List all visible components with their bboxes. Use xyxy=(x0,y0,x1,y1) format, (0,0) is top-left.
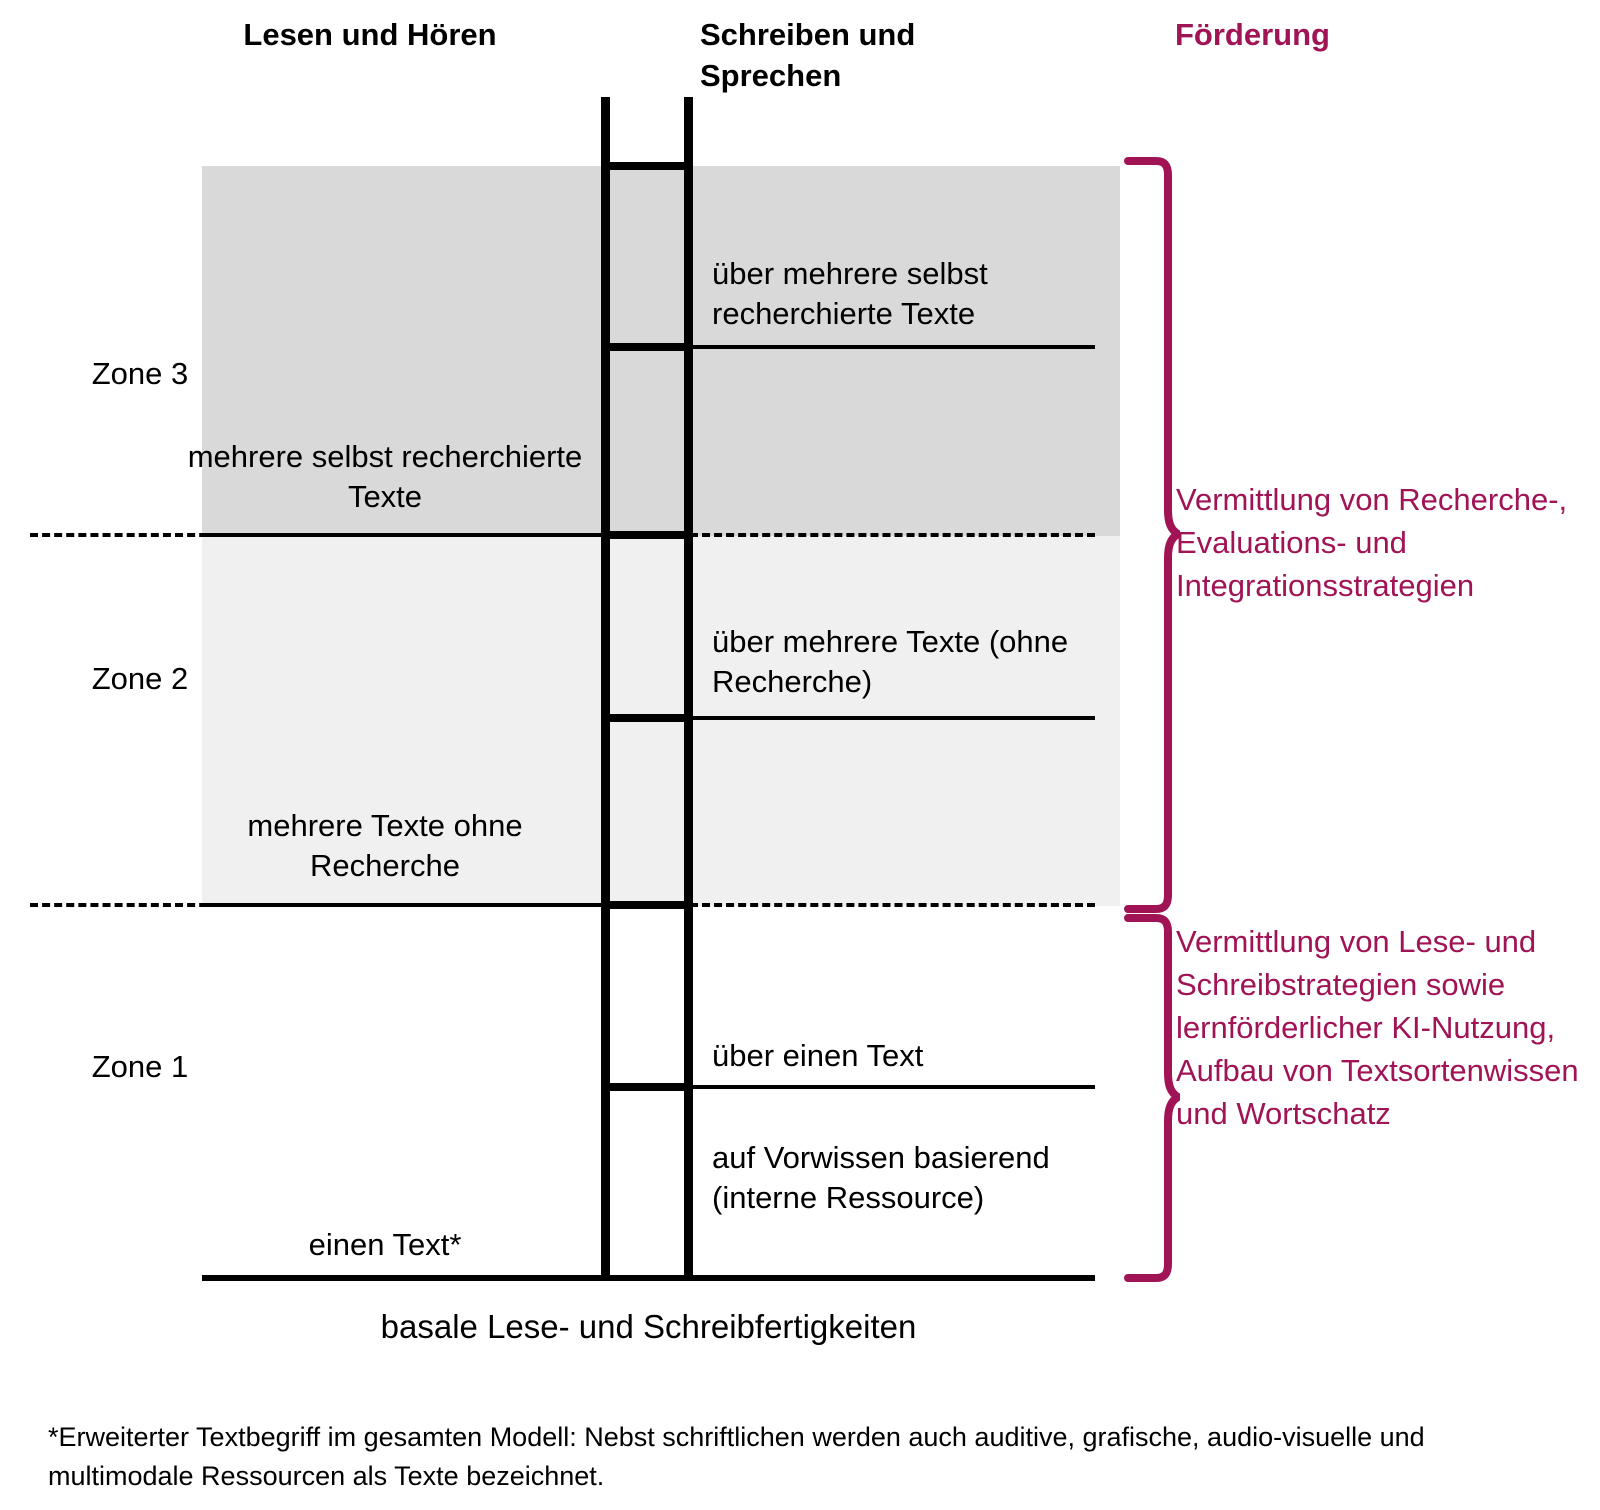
ladder-rung-4 xyxy=(601,714,693,722)
zone-label-1: Zone 1 xyxy=(91,1049,189,1084)
left-cell-zone3: mehrere selbst recherchierte Texte xyxy=(187,439,583,514)
dashed-separator-zone3-zone2-left xyxy=(30,533,606,537)
rule-right-1 xyxy=(684,345,1095,349)
brace-lower xyxy=(1124,914,1180,1282)
dashed-separator-zone2-zone1-left xyxy=(30,903,606,907)
zone-label-3: Zone 3 xyxy=(91,356,189,391)
foerderung-text-lower: Vermittlung von Lese- und Schreibstrateg… xyxy=(1176,924,1579,1131)
column-header-schreiben-und-sprechen: Schreiben und Sprechen xyxy=(700,17,916,93)
ladder-rail-left xyxy=(601,97,610,1279)
right-cell-zone3-upper: über mehrere selbst recherchierte Texte xyxy=(712,256,988,331)
rule-right-2 xyxy=(684,716,1095,720)
rule-right-3 xyxy=(684,1085,1095,1089)
ladder-rung-6 xyxy=(601,1083,693,1091)
right-cell-zone1-upper: über einen Text xyxy=(712,1038,924,1073)
foerderung-text-upper: Vermittlung von Recherche-, Evaluations-… xyxy=(1176,482,1568,603)
ladder-rung-3 xyxy=(601,531,693,539)
left-cell-zone1: einen Text* xyxy=(308,1227,462,1262)
dashed-separator-zone2-zone1-right xyxy=(690,903,1095,907)
zone3-band xyxy=(202,166,1120,536)
baseline-caption: basale Lese- und Schreibfertigkeiten xyxy=(380,1308,917,1345)
right-cell-zone2-upper: über mehrere Texte (ohne Recherche) xyxy=(712,624,1069,699)
zone-label-2: Zone 2 xyxy=(91,661,189,696)
ladder-rung-5 xyxy=(601,901,693,909)
column-header-lesen-und-hoeren: Lesen und Hören xyxy=(243,17,497,52)
left-cell-zone2: mehrere Texte ohne Recherche xyxy=(247,808,523,883)
brace-upper xyxy=(1124,157,1180,913)
right-cell-zone1-lower: auf Vorwissen basierend (interne Ressour… xyxy=(712,1140,1050,1215)
ladder-rung-1 xyxy=(601,162,693,170)
ladder-rail-right xyxy=(684,97,693,1279)
dashed-separator-zone3-zone2-right xyxy=(690,533,1095,537)
ladder-rung-2 xyxy=(601,343,693,351)
baseline-rule xyxy=(202,1275,1095,1281)
footnote-text: *Erweiterter Textbegriff im gesamten Mod… xyxy=(48,1422,1425,1491)
column-header-foerderung: Förderung xyxy=(1175,17,1330,52)
